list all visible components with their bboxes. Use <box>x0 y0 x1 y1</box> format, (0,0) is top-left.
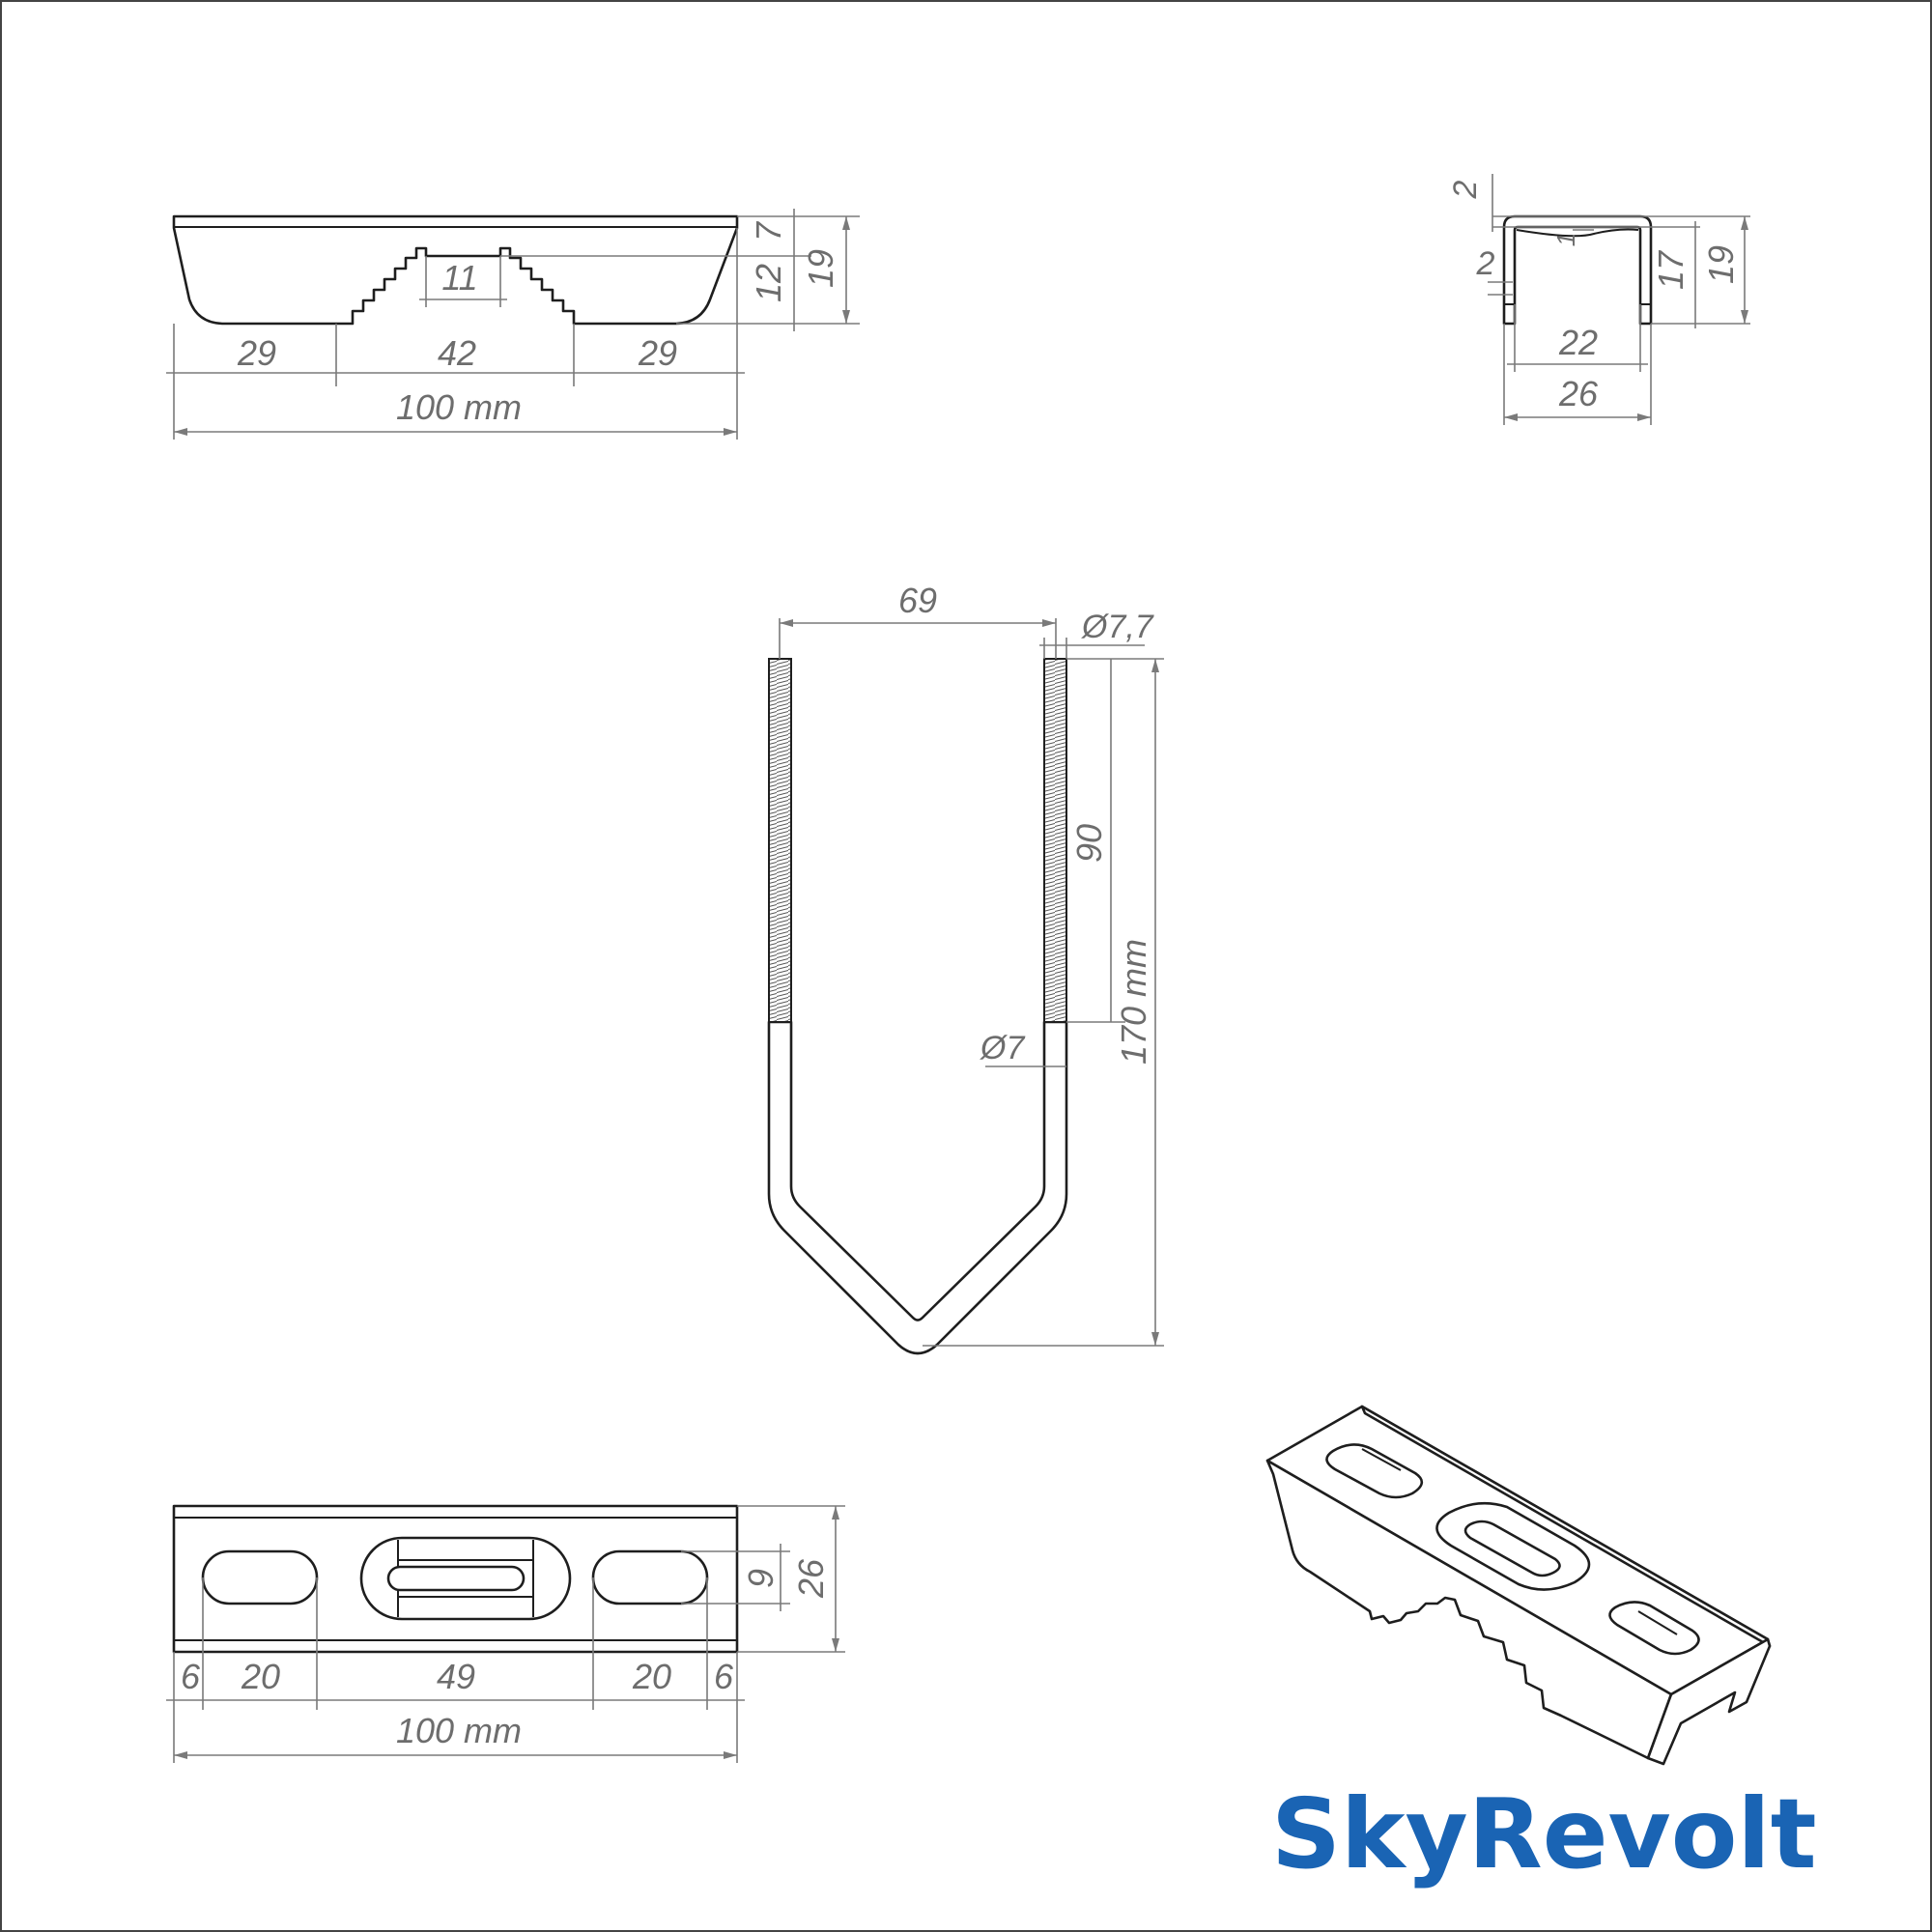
side-w-inner-label: 22 <box>1558 323 1598 362</box>
front-middle-label: 42 <box>438 333 476 373</box>
top-d5-label: 6 <box>714 1657 734 1696</box>
side-notch-label: 1 <box>1551 233 1580 246</box>
side-w-outer-label: 26 <box>1558 374 1599 413</box>
bolt-length-label: 170 mm <box>1114 939 1153 1065</box>
side-view: 2 2 1 17 19 22 26 <box>1447 174 1750 425</box>
slot-right <box>591 1549 709 1605</box>
thread-left <box>768 658 792 1023</box>
bolt-rod-dia-label: Ø7 <box>980 1030 1025 1066</box>
top-d2-label: 20 <box>241 1657 280 1696</box>
front-view: 100 mm 29 42 29 11 7 12 19 <box>166 209 860 440</box>
v-bolt-dimensions <box>779 618 1164 1347</box>
v-bolt-view: 69 Ø7,7 Ø7 90 170 mm <box>767 581 1164 1355</box>
top-view-dimensions <box>166 1505 845 1763</box>
side-wall-side-label: 2 <box>1476 245 1495 282</box>
v-bolt-body <box>767 1020 1068 1355</box>
side-wall-top-label: 2 <box>1447 180 1484 199</box>
side-view-outline <box>1502 214 1653 326</box>
top-d1-label: 6 <box>181 1657 201 1696</box>
iso-slot-2 <box>1435 1501 1591 1591</box>
iso-slot-3 <box>1608 1601 1700 1656</box>
top-length-label: 100 mm <box>396 1711 522 1750</box>
skyrevolt-logo: SkyRevolt <box>1271 1777 1817 1890</box>
front-top-width-label: 11 <box>441 258 477 298</box>
side-h-total-label: 19 <box>1701 245 1741 284</box>
side-h-inner-label: 17 <box>1651 249 1690 290</box>
top-d3-label: 49 <box>437 1657 475 1696</box>
top-view: 26 9 6 20 49 20 6 100 mm <box>166 1504 845 1763</box>
top-d4-label: 20 <box>632 1657 671 1696</box>
slot-center-inner <box>386 1565 526 1592</box>
bolt-thread-length-label: 90 <box>1069 824 1109 863</box>
top-slot-width-label: 9 <box>741 1569 781 1588</box>
front-h-mid-label: 12 <box>749 264 788 302</box>
bolt-width-label: 69 <box>898 581 937 620</box>
front-h-total-label: 19 <box>801 249 840 288</box>
slot-left <box>201 1549 319 1605</box>
iso-slot-1 <box>1325 1443 1424 1499</box>
front-view-dimensions <box>166 209 860 440</box>
front-left-label: 29 <box>237 333 276 373</box>
side-view-dimensions <box>1488 174 1750 425</box>
isometric-view <box>1265 1405 1772 1766</box>
front-width-label: 100 mm <box>396 387 522 427</box>
top-height-label: 26 <box>791 1558 831 1599</box>
front-h-small-label: 7 <box>749 220 788 242</box>
bolt-thread-dia-label: Ø7,7 <box>1081 609 1154 645</box>
front-right-label: 29 <box>638 333 677 373</box>
thread-right <box>1043 658 1067 1023</box>
